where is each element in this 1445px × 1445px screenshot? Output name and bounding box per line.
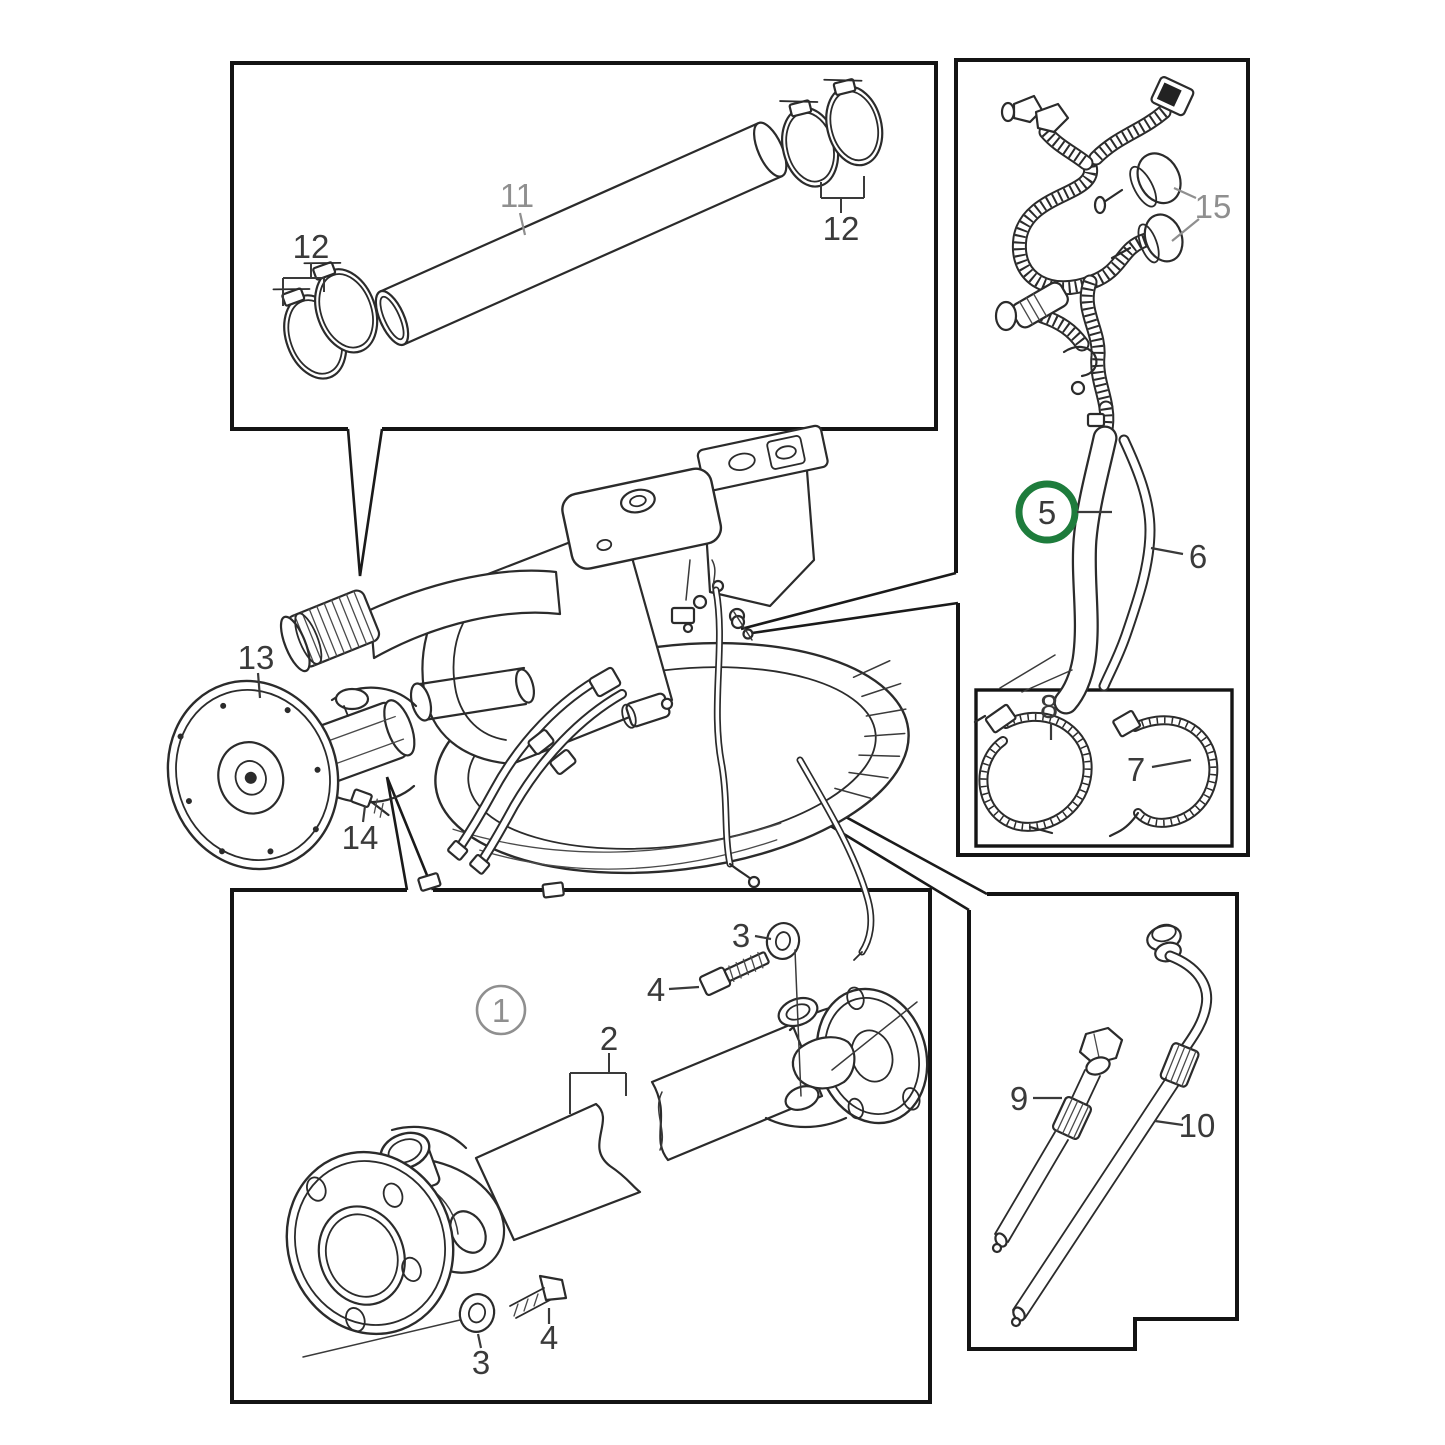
flange-axis <box>831 1001 918 1071</box>
callout-2: 2 <box>600 1020 618 1057</box>
steering-hoses <box>447 666 627 875</box>
callout-11: 11 <box>500 177 534 214</box>
pointer-to-exhaust-hose <box>346 428 384 577</box>
bracket-2 <box>569 1053 627 1114</box>
shaft-tube-lower <box>474 1102 642 1242</box>
callout-1-circle <box>475 984 527 1036</box>
valve-cover <box>561 467 723 570</box>
leader-7 <box>1151 758 1192 769</box>
callout-10: 10 <box>1179 1107 1216 1144</box>
detail-box-driveshaft <box>230 776 932 1404</box>
bolt-4-bottom <box>509 1274 568 1319</box>
callout-8: 8 <box>1040 688 1058 725</box>
trim-pipes <box>991 923 1213 1328</box>
callout-7: 7 <box>1127 751 1145 788</box>
bolt-axis-lower <box>302 1319 461 1358</box>
shaft-tube-upper <box>650 1022 824 1162</box>
hose-clamp-pair-right <box>779 78 884 188</box>
exhaust-elbow-hose <box>279 569 562 673</box>
leader-4-top <box>668 985 700 991</box>
callout-3-bottom: 3 <box>472 1344 490 1381</box>
clamp-strap-8 <box>973 703 1093 835</box>
leader-6 <box>1150 546 1184 556</box>
harness-square-connector <box>1150 76 1195 117</box>
yoke-window <box>791 1036 856 1090</box>
pointer-to-driveshaft <box>385 776 435 891</box>
engine-block <box>696 424 829 608</box>
fuel-pump <box>621 692 674 729</box>
lower-u-joint-flange <box>285 1125 506 1336</box>
bracket-12-left <box>282 263 325 306</box>
callout-14: 14 <box>342 819 379 856</box>
leader-15 <box>1171 186 1200 242</box>
tube-11 <box>374 121 788 347</box>
callout-1: 1 <box>492 992 510 1029</box>
callout-5-circle <box>1015 480 1079 544</box>
mid-harness-connectors <box>994 281 1106 428</box>
callout-3-top: 3 <box>732 917 750 954</box>
hose-clamp-pair-left <box>272 261 379 380</box>
callout-13: 13 <box>238 639 275 676</box>
engine-assembly <box>166 424 910 961</box>
pipe-10 <box>1010 923 1213 1328</box>
leader-10 <box>1154 1119 1184 1127</box>
bolt-14 <box>350 788 390 818</box>
leader-3-bottom <box>476 1333 483 1349</box>
fuel-injection-details <box>670 559 754 641</box>
pointer-to-engine-electrics <box>740 571 959 636</box>
callout-15: 15 <box>1195 188 1232 225</box>
harness-sleeve-5 <box>999 438 1105 702</box>
bracket-12-right <box>820 176 865 213</box>
leader-11 <box>518 212 527 236</box>
harness-connector-boots <box>1000 94 1070 134</box>
callout-12-right: 12 <box>823 210 860 247</box>
cable-ties <box>973 703 1219 838</box>
bolt-4-top <box>698 951 770 996</box>
bolt-axis-upper <box>794 949 802 1097</box>
exhaust-tube-assembly <box>272 78 884 380</box>
drive-flange-13 <box>166 679 340 871</box>
driveshaft-assembly <box>285 921 929 1358</box>
detail-box-harness <box>740 58 1250 857</box>
leader-3-top <box>754 934 772 941</box>
washer-3-bottom <box>458 1293 496 1333</box>
callout-6: 6 <box>1189 538 1207 575</box>
leader-14 <box>361 805 367 823</box>
cable-tie-7 <box>1108 709 1219 838</box>
washer-3-top <box>765 921 801 961</box>
callout-4-bottom: 4 <box>540 1319 558 1356</box>
callout-4-top: 4 <box>647 971 665 1008</box>
sensor-connectors-15 <box>1093 152 1184 264</box>
callouts: 11 12 12 15 5 6 8 7 13 14 1 2 <box>238 176 1232 1381</box>
callout-12-left: 12 <box>293 228 330 265</box>
harness-cable-6 <box>1104 440 1150 686</box>
detail-box-exhaust-hose <box>230 61 938 577</box>
callout-5: 5 <box>1038 494 1056 531</box>
shift-cable <box>712 586 761 889</box>
trim-hose <box>796 756 875 961</box>
pipe-9 <box>991 1026 1124 1254</box>
callout-9: 9 <box>1010 1080 1028 1117</box>
leader-13 <box>256 672 262 699</box>
wiring-harness-assembly <box>994 76 1195 702</box>
upper-u-joint <box>764 986 929 1129</box>
